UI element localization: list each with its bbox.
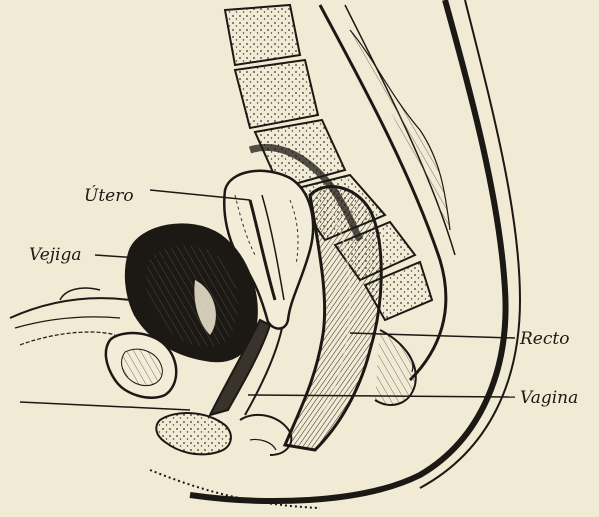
label-vagina: Vagina xyxy=(520,390,578,407)
leader-left xyxy=(20,402,190,410)
label-vejiga: Vejiga xyxy=(29,247,82,264)
label-recto: Recto xyxy=(520,331,569,348)
perineum xyxy=(156,413,291,455)
label-utero: Útero xyxy=(84,188,134,205)
leader-vagina xyxy=(248,395,515,397)
